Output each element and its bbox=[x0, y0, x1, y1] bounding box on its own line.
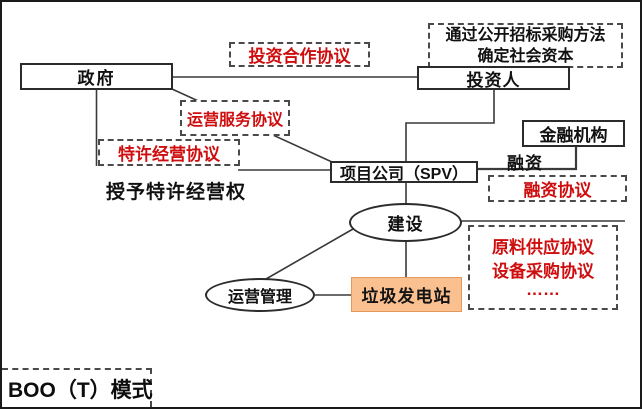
franchise-label: 特许经营协议 bbox=[98, 139, 240, 166]
spv-label: 项目公司（SPV） bbox=[339, 166, 469, 183]
construction-label: 建设 bbox=[387, 215, 424, 234]
grant-franchise-text: 授予特许经营权 bbox=[106, 182, 247, 203]
franchise-text: 特许经营协议 bbox=[118, 145, 220, 164]
connector-spv-financial bbox=[478, 147, 578, 171]
financing-text: 融资 bbox=[507, 154, 543, 173]
mode-title-box: BOO（T）模式 bbox=[2, 368, 153, 407]
supply-agreement-line1: 原料供应协议 bbox=[492, 238, 594, 257]
supply-agreement-ellipsis: …… bbox=[526, 280, 560, 299]
investment-cooperation-label: 投资合作协议 bbox=[229, 42, 370, 67]
mode-title: BOO（T）模式 bbox=[8, 378, 153, 402]
connector-investor-spv bbox=[405, 90, 495, 161]
financial-institution-box: 金融机构 bbox=[522, 120, 625, 147]
investment-cooperation-text: 投资合作协议 bbox=[248, 47, 351, 66]
investor-label: 投资人 bbox=[466, 70, 521, 90]
supply-agreement-line2: 设备采购协议 bbox=[492, 262, 594, 281]
government-box: 政府 bbox=[20, 63, 173, 90]
financing-agreement-label: 融资协议 bbox=[488, 175, 627, 202]
connector-construction-operation bbox=[265, 228, 354, 280]
procurement-note-box: 通过公开招标采购方法 确定社会资本 bbox=[428, 23, 623, 68]
spv-box: 项目公司（SPV） bbox=[330, 161, 478, 183]
procurement-note-line1: 通过公开招标采购方法 bbox=[445, 26, 606, 44]
operation-service-label: 运营服务协议 bbox=[180, 100, 290, 136]
operation-service-text: 运营服务协议 bbox=[186, 112, 283, 129]
government-label: 政府 bbox=[77, 69, 116, 88]
financing-agreement-text: 融资协议 bbox=[523, 181, 592, 200]
investor-box: 投资人 bbox=[417, 66, 570, 90]
operation-management-ellipse: 运营管理 bbox=[205, 278, 315, 312]
financial-institution-label: 金融机构 bbox=[539, 126, 608, 145]
supply-agreements-label: 原料供应协议 设备采购协议 …… bbox=[468, 225, 618, 310]
waste-power-plant-box: 垃圾发电站 bbox=[351, 277, 462, 312]
waste-power-plant-label: 垃圾发电站 bbox=[361, 287, 452, 306]
procurement-note-line2: 确定社会资本 bbox=[477, 47, 574, 65]
operation-management-label: 运营管理 bbox=[227, 289, 292, 306]
construction-ellipse: 建设 bbox=[349, 203, 462, 242]
